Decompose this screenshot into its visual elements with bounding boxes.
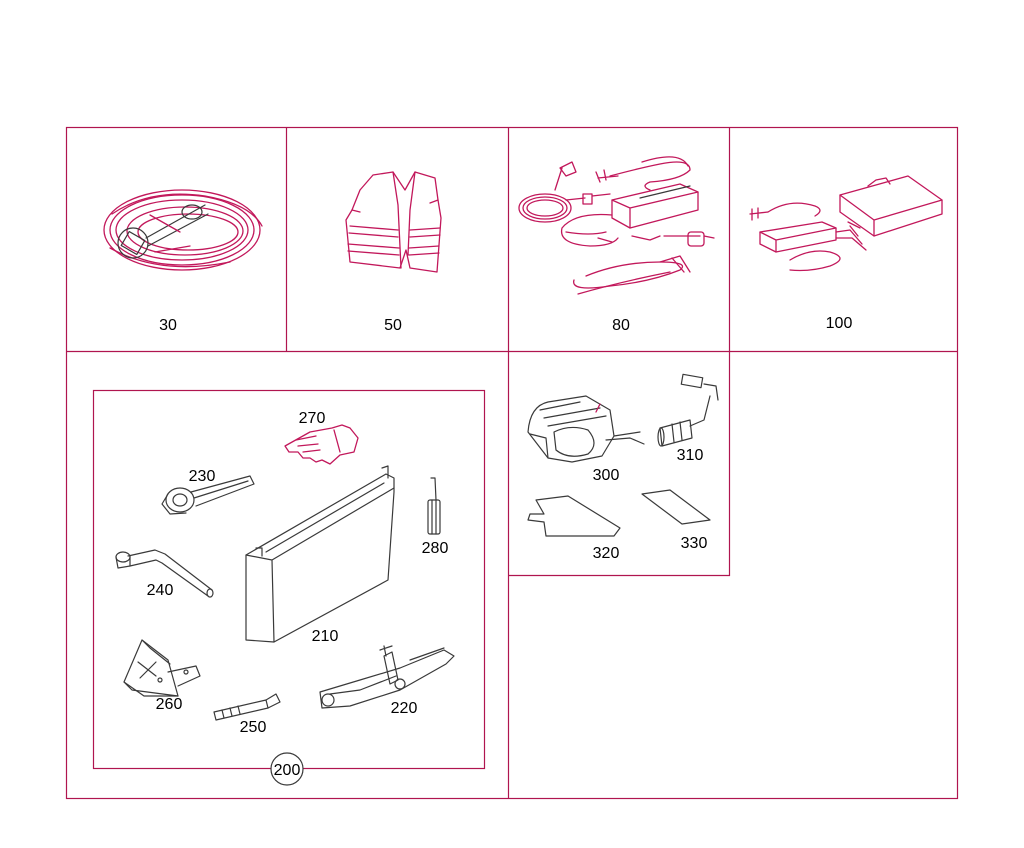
charger-100-illustration: [749, 175, 943, 272]
outer-frame: [65, 126, 959, 800]
part-label-240: 240: [147, 582, 174, 599]
label-330-illustration: [641, 489, 711, 525]
glove-illustration: [284, 424, 359, 465]
sealant-310-illustration: [657, 373, 719, 447]
kit-200-box: [92, 389, 486, 770]
part-label-200: 200: [274, 762, 301, 779]
alignment-bolt-illustration: [213, 693, 281, 721]
part-label-270: 270: [299, 410, 326, 427]
parts-grid: [65, 126, 959, 800]
part-label-300: 300: [593, 467, 620, 484]
part-label-330: 330: [681, 535, 708, 552]
part-label-310: 310: [677, 447, 704, 464]
compressor-300-illustration: [527, 395, 645, 463]
part-label-80: 80: [612, 317, 630, 334]
safety-vest-illustration: [345, 171, 442, 273]
part-label-260: 260: [156, 696, 183, 713]
wheel-brace-illustration: [115, 549, 214, 598]
part-label-200-circle: [270, 752, 304, 786]
part-label-210: 210: [312, 628, 339, 645]
tool-case-illustration: [245, 465, 395, 643]
car-jack-illustration: [319, 645, 455, 709]
wheel-chock-illustration: [123, 639, 201, 697]
part-label-250: 250: [240, 719, 267, 736]
ratchet-wrench-illustration: [161, 475, 255, 515]
tow-rope-illustration: [103, 189, 263, 271]
charger-80-illustration: [518, 156, 715, 295]
part-label-230: 230: [189, 468, 216, 485]
part-label-50: 50: [384, 317, 402, 334]
part-label-220: 220: [391, 700, 418, 717]
part-label-100: 100: [826, 315, 853, 332]
screwdriver-illustration: [427, 477, 441, 535]
part-label-30: 30: [159, 317, 177, 334]
part-label-320: 320: [593, 545, 620, 562]
part-label-280: 280: [422, 540, 449, 557]
label-320-illustration: [527, 495, 621, 537]
part-labels: 30 50 80 100 270 230 280 240 210 260 220…: [147, 315, 853, 786]
